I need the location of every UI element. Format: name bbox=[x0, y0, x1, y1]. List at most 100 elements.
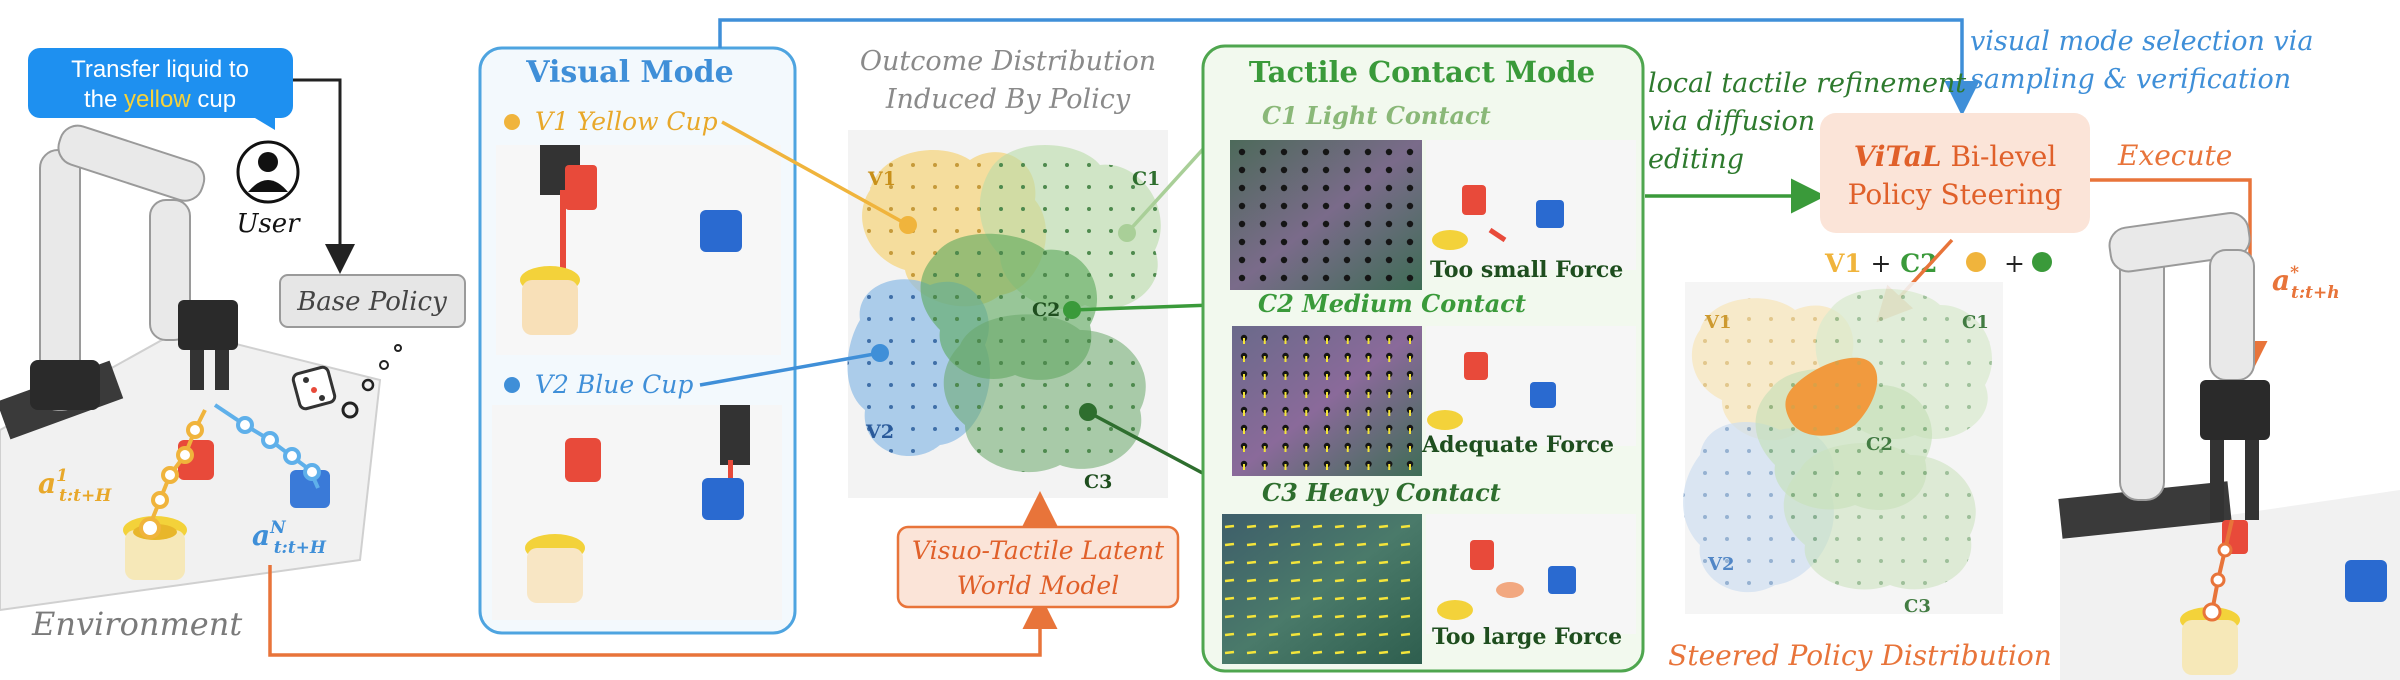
tactile-marker bbox=[1301, 256, 1309, 264]
tactile-marker bbox=[1322, 220, 1330, 228]
vital-name: ViTaL bbox=[1854, 140, 1942, 173]
visual-mode-panel: Visual Mode V1 Yellow Cup V2 Blue Cup bbox=[478, 46, 797, 635]
force-adequate: Adequate Force bbox=[1421, 432, 1614, 458]
tactile-marker bbox=[1268, 596, 1279, 601]
tactile-marker bbox=[1268, 650, 1279, 655]
tactile-marker bbox=[1259, 202, 1267, 210]
steered-v2-label: V2 bbox=[1707, 554, 1735, 575]
tactile-marker bbox=[1400, 578, 1411, 583]
tactile-marker bbox=[1301, 166, 1309, 174]
tactile-marker bbox=[1246, 650, 1257, 655]
tactile-marker bbox=[1322, 202, 1330, 210]
tactile-marker bbox=[1406, 202, 1414, 210]
tactile-marker bbox=[1246, 614, 1257, 619]
tactile-marker bbox=[1312, 578, 1323, 583]
combo-plus: + bbox=[1871, 249, 1892, 278]
tactile-marker bbox=[1385, 202, 1393, 210]
v1-photo bbox=[496, 145, 781, 355]
tactile-marker bbox=[1385, 184, 1393, 192]
outcome-c2-label: C2 bbox=[1032, 299, 1060, 321]
v2-label: V2 Blue Cup bbox=[535, 370, 693, 399]
combo-plus-2: + bbox=[2004, 249, 2025, 278]
tactile-marker bbox=[1246, 560, 1257, 565]
connector-v1 bbox=[721, 120, 909, 227]
tactile-marker bbox=[1356, 524, 1367, 529]
tactile-marker bbox=[1364, 202, 1372, 210]
svg-text:Transfer liquid to: Transfer liquid to bbox=[71, 56, 249, 83]
tactile-marker bbox=[1378, 542, 1389, 547]
tactile-marker bbox=[1290, 542, 1301, 547]
tactile-marker bbox=[1400, 650, 1411, 655]
tactile-marker bbox=[1406, 256, 1414, 264]
tactile-marker bbox=[1238, 202, 1246, 210]
tactile-marker bbox=[1378, 614, 1389, 619]
tactile-marker bbox=[1312, 560, 1323, 565]
tactile-marker bbox=[1406, 274, 1414, 282]
tactile-marker bbox=[1378, 524, 1389, 529]
tactile-marker bbox=[1280, 202, 1288, 210]
tactile-marker bbox=[1290, 596, 1301, 601]
combo-green-dot-icon bbox=[2032, 252, 2052, 272]
tactile-marker bbox=[1343, 238, 1351, 246]
thought-bubble bbox=[394, 344, 402, 352]
tactile-marker bbox=[1224, 614, 1235, 619]
tactile-marker bbox=[1334, 650, 1345, 655]
tactile-marker bbox=[1224, 578, 1235, 583]
tactile-marker bbox=[1400, 632, 1411, 637]
connector-v2 bbox=[699, 351, 881, 387]
tactile-marker bbox=[1259, 184, 1267, 192]
vital-line2: Policy Steering bbox=[1848, 178, 2063, 211]
tactile-marker bbox=[1312, 596, 1323, 601]
outcome-v2-label: V2 bbox=[865, 421, 894, 443]
tactile-marker bbox=[1356, 542, 1367, 547]
tactile-marker bbox=[1301, 238, 1309, 246]
world-model-line2: World Model bbox=[957, 571, 1119, 600]
tactile-marker bbox=[1301, 202, 1309, 210]
visual-mode-title: Visual Mode bbox=[525, 55, 733, 90]
tactile-marker bbox=[1322, 238, 1330, 246]
tactile-marker bbox=[1268, 542, 1279, 547]
tactile-marker bbox=[1343, 220, 1351, 228]
tactile-marker bbox=[1378, 596, 1389, 601]
tactile-marker bbox=[1322, 166, 1330, 174]
tactile-marker bbox=[1238, 166, 1246, 174]
v1-label: V1 Yellow Cup bbox=[535, 107, 718, 136]
combo-yellow-dot-icon bbox=[1966, 252, 1986, 272]
steered-v1-label: V1 bbox=[1704, 312, 1732, 333]
tactile-marker bbox=[1400, 596, 1411, 601]
thought-bubble bbox=[341, 401, 359, 419]
tactile-marker bbox=[1378, 560, 1389, 565]
tactile-marker bbox=[1246, 578, 1257, 583]
tactile-marker bbox=[1406, 166, 1414, 174]
tactile-marker bbox=[1238, 220, 1246, 228]
tactile-marker bbox=[1400, 614, 1411, 619]
tactile-marker bbox=[1290, 524, 1301, 529]
tactile-marker bbox=[1322, 184, 1330, 192]
tactile-marker bbox=[1280, 256, 1288, 264]
tactile-mode-panel: Tactile Contact Mode C1 Light Contact C2… bbox=[1201, 44, 1645, 673]
tactile-marker bbox=[1268, 560, 1279, 565]
tactile-marker bbox=[1334, 614, 1345, 619]
tactile-marker bbox=[1312, 632, 1323, 637]
instruction-connector bbox=[293, 78, 355, 274]
tactile-marker bbox=[1378, 578, 1389, 583]
steered-c3-label: C3 bbox=[1904, 596, 1931, 617]
tactile-marker bbox=[1364, 184, 1372, 192]
tactile-marker bbox=[1301, 220, 1309, 228]
tactile-marker bbox=[1334, 560, 1345, 565]
tactile-marker bbox=[1343, 274, 1351, 282]
tactile-marker bbox=[1280, 274, 1288, 282]
tactile-marker bbox=[1322, 274, 1330, 282]
environment-label: Environment bbox=[31, 605, 242, 643]
tactile-marker bbox=[1301, 148, 1309, 156]
force-too-small: Too small Force bbox=[1430, 257, 1623, 283]
trajectory-last bbox=[213, 403, 321, 489]
tactile-marker bbox=[1364, 148, 1372, 156]
tactile-marker bbox=[1322, 256, 1330, 264]
tactile-marker bbox=[1343, 256, 1351, 264]
tactile-marker bbox=[1259, 238, 1267, 246]
steered-caption: Steered Policy Distribution bbox=[1668, 639, 2052, 672]
instruction-highlight: yellow bbox=[124, 86, 191, 113]
